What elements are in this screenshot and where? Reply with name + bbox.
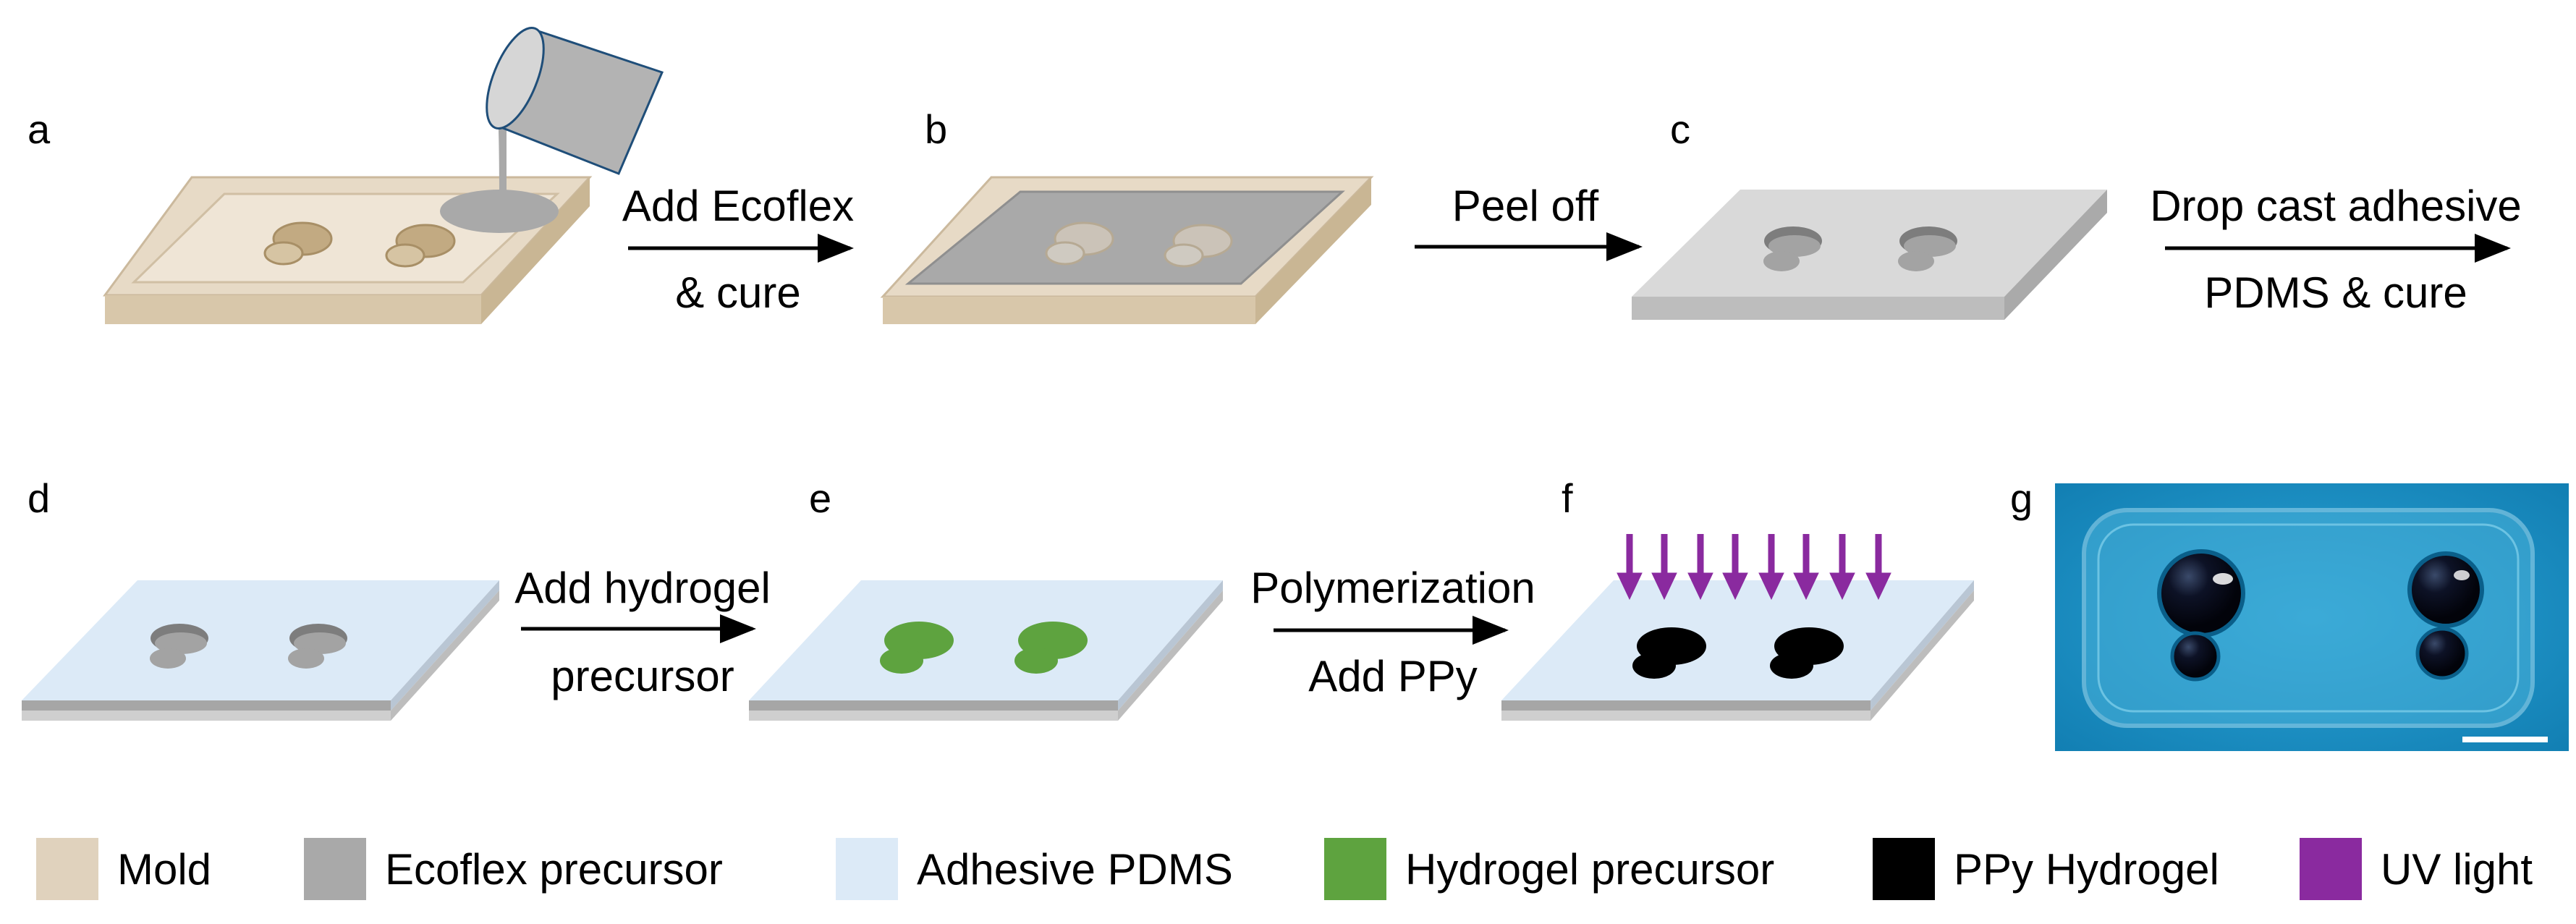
- panel-b-filled-mold: [880, 176, 1374, 324]
- legend: Mold Ecoflex precursor Adhesive PDMS Hydrog…: [36, 838, 2533, 900]
- panel-label-b: b: [925, 106, 947, 152]
- pouring-cup-icon: [486, 26, 664, 175]
- ppy-hydrogel-drops: [1632, 627, 1844, 679]
- legend-label: Mold: [117, 845, 211, 894]
- uv-light-arrows: [1617, 534, 1891, 601]
- uv-arrow-icon: [1617, 534, 1643, 601]
- step-add-ecoflex-line2: & cure: [675, 268, 800, 317]
- uv-arrow-icon: [1651, 534, 1677, 601]
- legend-label: Adhesive PDMS: [917, 845, 1233, 894]
- legend-item: Mold: [36, 838, 211, 900]
- panel-label-d: d: [27, 475, 50, 521]
- uv-arrow-icon: [1793, 534, 1819, 601]
- legend-swatch: [836, 838, 898, 900]
- legend-swatch: [1324, 838, 1386, 900]
- panel-e-hydrogel-precursor: [749, 580, 1223, 721]
- legend-item: Hydrogel precursor: [1324, 838, 1774, 900]
- step-polymerization: Polymerization Add PPy: [1250, 564, 1535, 700]
- panel-g-device-photo: [2055, 483, 2569, 751]
- sheet-wells: [1763, 226, 1957, 271]
- legend-label: Ecoflex precursor: [385, 845, 723, 894]
- step-drop-cast-line1: Drop cast adhesive: [2150, 182, 2522, 230]
- scale-bar: [2462, 737, 2548, 742]
- mold-cavities: [263, 221, 456, 268]
- panel-a-mold-pouring: [103, 26, 664, 324]
- step-peel-off-label: Peel off: [1452, 182, 1599, 230]
- legend-swatch: [36, 838, 98, 900]
- legend-swatch: [1873, 838, 1935, 900]
- uv-arrow-icon: [1865, 534, 1891, 601]
- legend-item: PPy Hydrogel: [1873, 838, 2219, 900]
- uv-arrow-icon: [1758, 534, 1784, 601]
- panel-c-ecoflex-sheet: [1632, 190, 2107, 320]
- step-add-hydrogel-line1: Add hydrogel: [514, 564, 771, 612]
- uv-arrow-icon: [1722, 534, 1748, 601]
- legend-swatch: [2300, 838, 2362, 900]
- panel-d-adhesive-layer: [22, 580, 499, 721]
- step-add-ecoflex-line1: Add Ecoflex: [622, 182, 854, 230]
- step-polymerization-line2: Add PPy: [1308, 652, 1477, 700]
- step-add-hydrogel-line2: precursor: [551, 652, 734, 700]
- panel-label-g: g: [2010, 475, 2033, 521]
- legend-label: PPy Hydrogel: [1954, 845, 2219, 894]
- step-drop-cast-line2: PDMS & cure: [2204, 268, 2467, 317]
- legend-swatch: [304, 838, 366, 900]
- panel-label-a: a: [27, 106, 51, 152]
- uv-arrow-icon: [1829, 534, 1855, 601]
- legend-item: UV light: [2300, 838, 2533, 900]
- panel-label-c: c: [1670, 106, 1690, 152]
- step-drop-cast: Drop cast adhesive PDMS & cure: [2150, 182, 2522, 317]
- legend-item: Adhesive PDMS: [836, 838, 1233, 900]
- legend-item: Ecoflex precursor: [304, 838, 723, 900]
- ppy-electrode-left: [2157, 549, 2245, 682]
- panel-label-e: e: [809, 475, 831, 521]
- covered-cavities: [1045, 221, 1233, 268]
- step-add-hydrogel: Add hydrogel precursor: [514, 564, 771, 700]
- step-peel-off: Peel off: [1415, 182, 1643, 261]
- uv-arrow-icon: [1687, 534, 1713, 601]
- legend-label: UV light: [2381, 845, 2533, 894]
- panel-label-f: f: [1562, 475, 1573, 521]
- panel-f-uv-curing: [1501, 534, 1974, 721]
- hydrogel-precursor-drops: [880, 622, 1088, 674]
- step-add-ecoflex: Add Ecoflex & cure: [622, 182, 854, 317]
- ppy-electrode-right: [2407, 551, 2484, 680]
- legend-label: Hydrogel precursor: [1405, 845, 1774, 894]
- step-polymerization-line1: Polymerization: [1250, 564, 1535, 612]
